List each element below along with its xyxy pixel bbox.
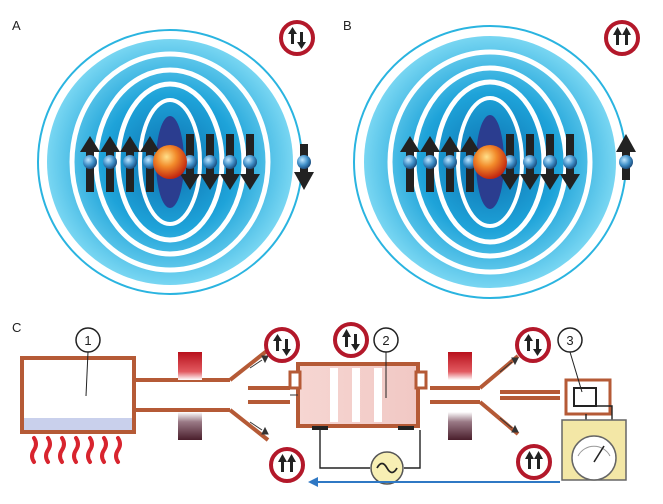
spin-state-badge-icon <box>264 327 300 363</box>
spin-state-badge-icon <box>333 322 369 358</box>
panel-c: C <box>12 320 627 487</box>
detector <box>564 378 612 416</box>
callout-3: 3 <box>557 327 583 393</box>
electron-row <box>83 155 257 169</box>
orbiting-electron-spin-down <box>294 144 314 190</box>
panel-b-label: B <box>343 18 352 33</box>
panel-a: A <box>12 18 315 295</box>
callout-3-label: 3 <box>566 333 573 348</box>
callout-1-label: 1 <box>84 333 91 348</box>
heater-icon <box>30 436 122 464</box>
panel-b: B <box>343 18 640 299</box>
spin-state-badge-icon <box>516 444 552 480</box>
callout-1: 1 <box>75 327 101 397</box>
callout-2-label: 2 <box>382 333 389 348</box>
resonant-cavity <box>288 362 428 430</box>
ac-source-icon <box>370 451 404 485</box>
spin-state-badge-icon <box>604 20 640 56</box>
circuit-wiring <box>319 405 613 469</box>
atom-beam-arrows <box>249 355 519 435</box>
panel-a-label: A <box>12 18 21 33</box>
signal-line <box>308 477 560 487</box>
spin-state-badge-icon <box>515 327 551 363</box>
meter-icon <box>561 419 627 481</box>
state-selector-magnet-2 <box>448 352 472 440</box>
spin-state-badge-icon <box>269 447 305 483</box>
orbiting-electron-spin-up <box>616 134 636 180</box>
panel-c-label: C <box>12 320 21 335</box>
proton-nucleus <box>153 145 187 179</box>
source-vapour <box>24 418 132 430</box>
state-selector-magnet-1 <box>178 352 202 440</box>
proton-nucleus <box>473 145 507 179</box>
spin-state-badge-icon <box>279 20 315 56</box>
callout-2: 2 <box>373 327 399 398</box>
